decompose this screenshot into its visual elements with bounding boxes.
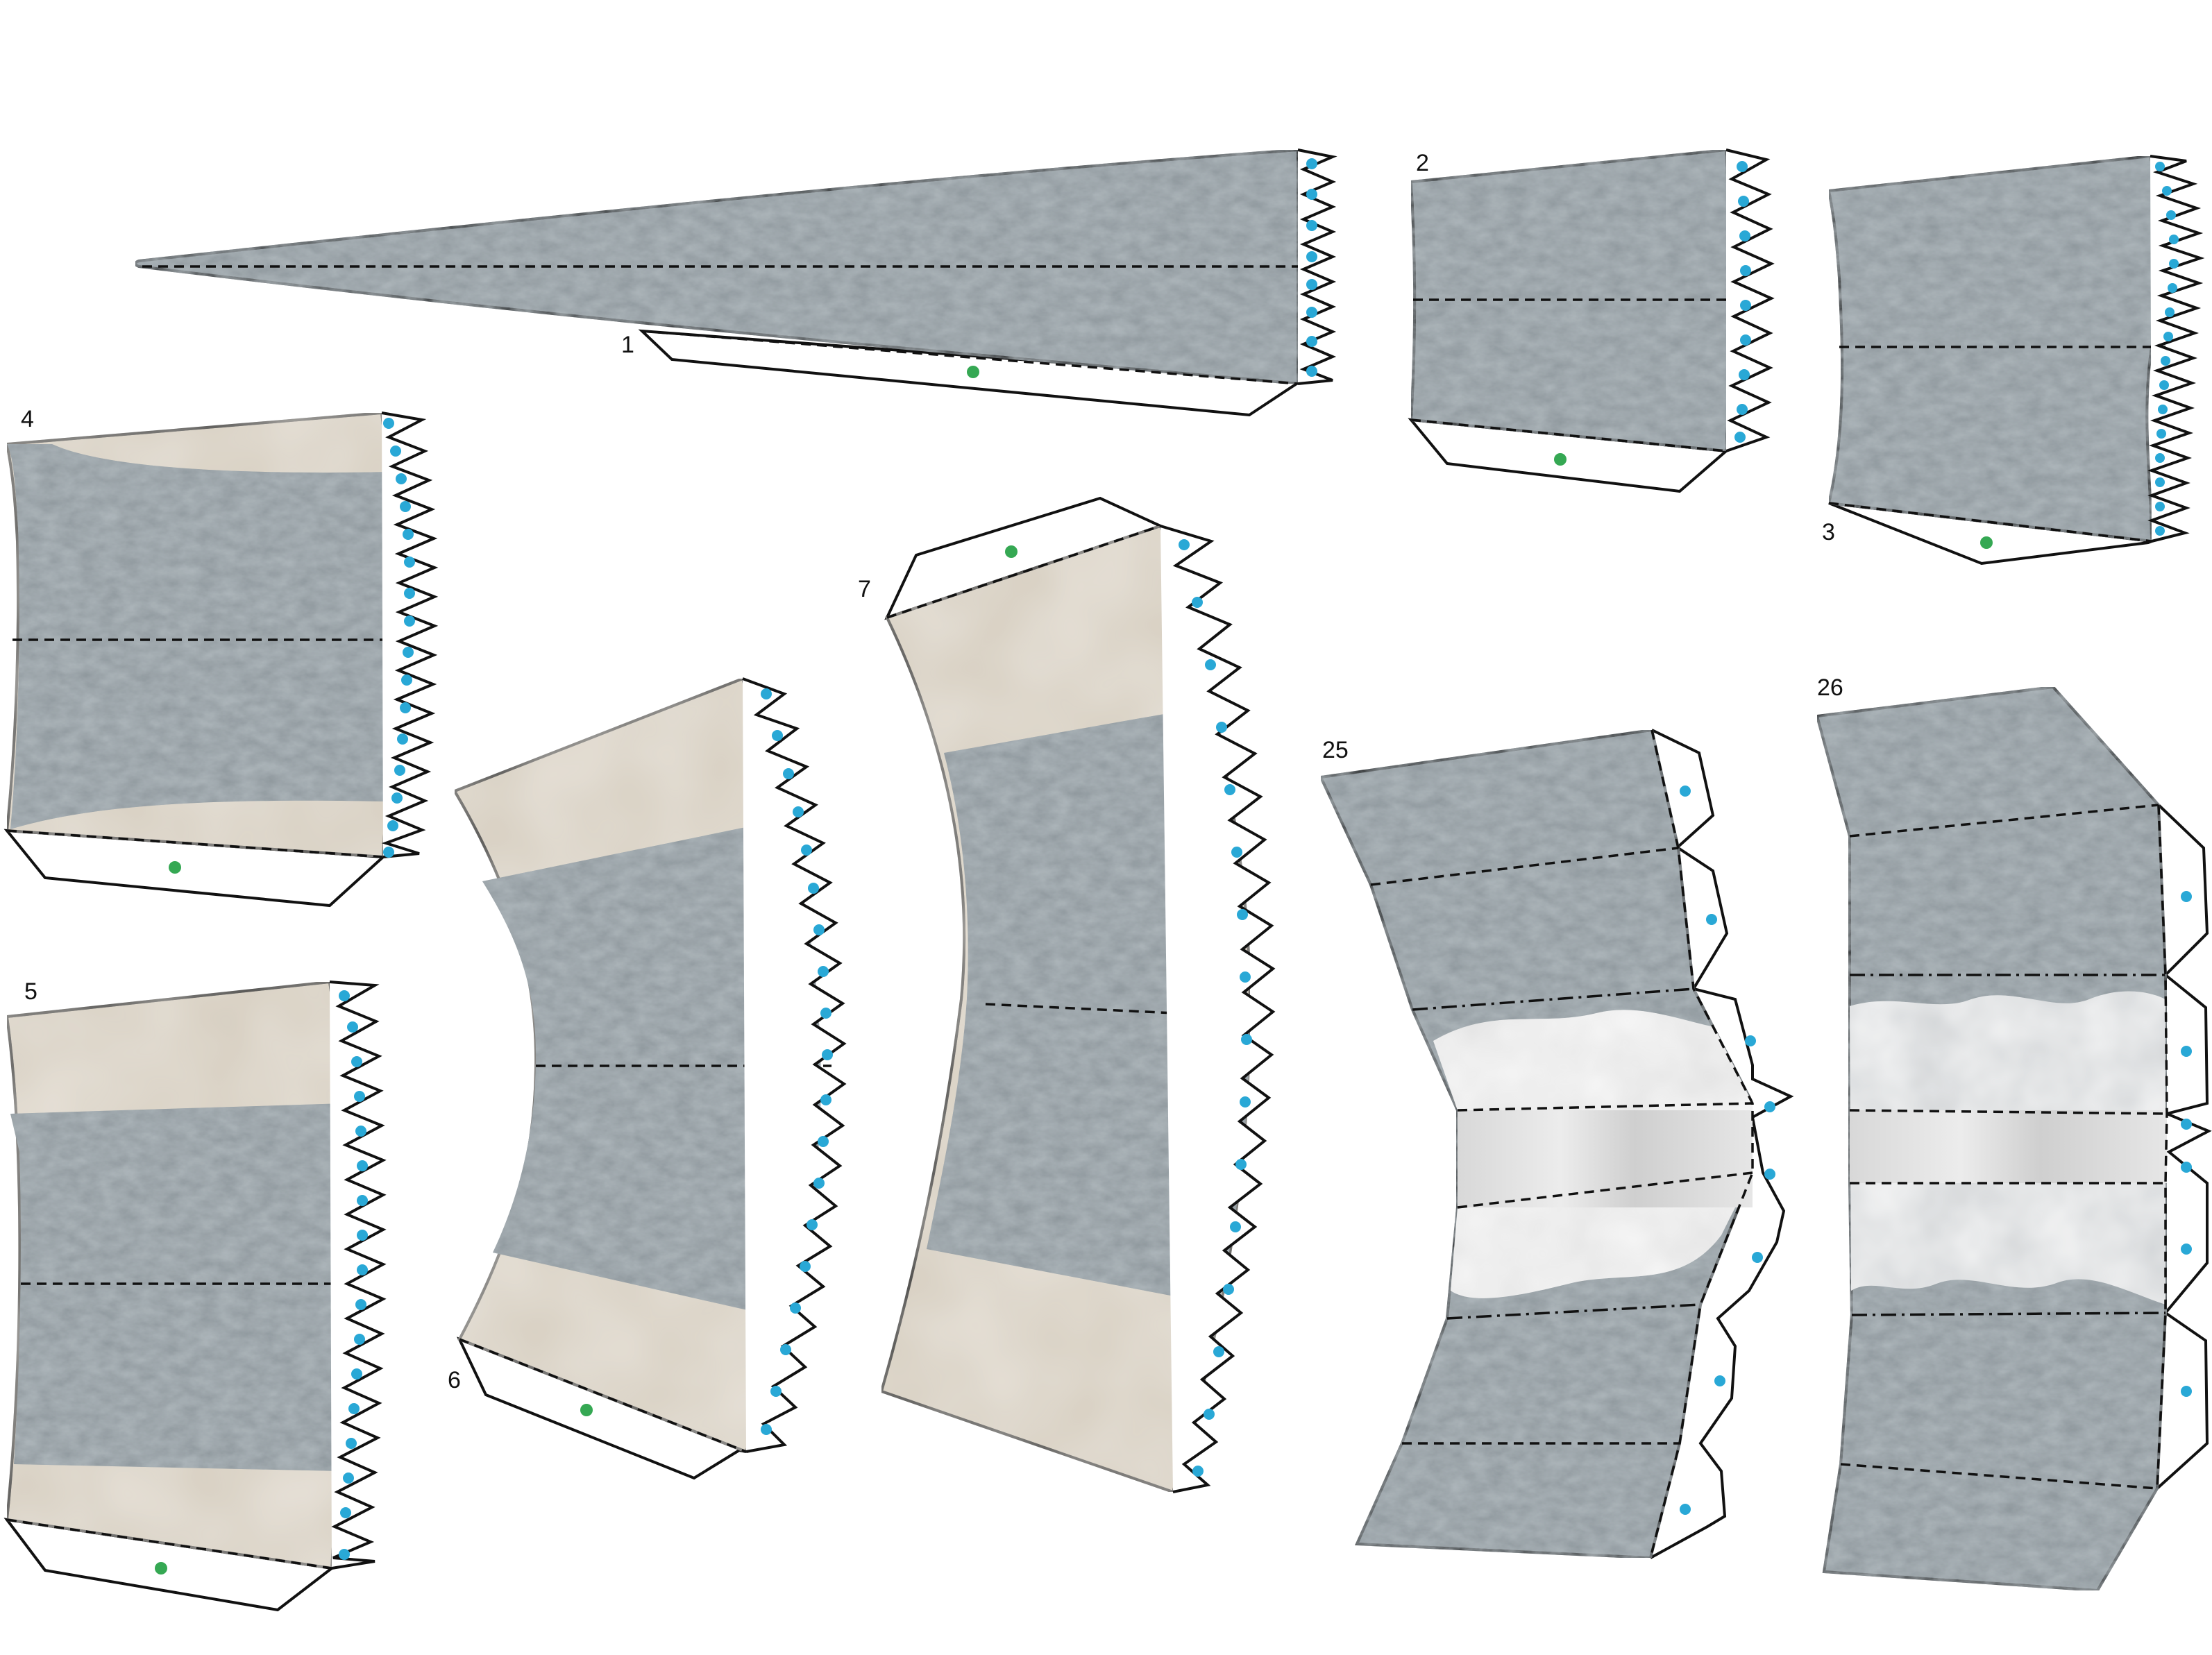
- green-glue-marker: [1980, 536, 1993, 549]
- blue-glue-markers: [339, 990, 368, 1560]
- glue-teeth: [329, 981, 387, 1570]
- fold-lines: [1840, 804, 2168, 1490]
- blue-glue-markers: [2181, 891, 2192, 1397]
- skin-panel: [482, 819, 821, 1318]
- blue-glue-markers: [761, 688, 833, 1435]
- blue-glue-markers: [1179, 539, 1252, 1477]
- green-glue-marker: [967, 366, 979, 378]
- glue-teeth: [1725, 148, 1775, 452]
- skin-panel: [7, 444, 394, 829]
- green-glue-marker: [1554, 453, 1567, 466]
- piece-26: 26: [1815, 674, 2212, 1593]
- piece-2: 2: [1408, 148, 1775, 493]
- glue-tabs: [2156, 804, 2212, 1490]
- skin-panel: [1827, 154, 2165, 543]
- piece-3: 3: [1822, 154, 2205, 566]
- green-glue-marker: [1005, 545, 1018, 558]
- fold-line: [985, 1003, 1247, 1018]
- piece-label: 7: [858, 576, 871, 602]
- piece-label: 6: [448, 1367, 461, 1393]
- green-glue-marker: [580, 1404, 593, 1416]
- glue-teeth: [1160, 525, 1276, 1493]
- white-band: [1850, 1110, 2167, 1183]
- blue-glue-markers: [383, 418, 415, 858]
- skin-panel: [1409, 148, 1732, 453]
- piece-label: 5: [24, 978, 37, 1005]
- skin-panel: [10, 1103, 347, 1471]
- blue-glue-markers: [1680, 786, 1775, 1515]
- piece-5: 5: [3, 978, 387, 1612]
- fold-line: [886, 525, 1161, 619]
- fold-line: [6, 1518, 332, 1570]
- piece-label: 3: [1822, 519, 1835, 545]
- fold-line: [1410, 418, 1727, 452]
- piece-6: 6: [448, 677, 847, 1480]
- fold-line: [641, 330, 1299, 385]
- blue-glue-markers: [1734, 161, 1751, 443]
- fold-lines: [1370, 729, 1754, 1559]
- glue-teeth: [1297, 148, 1337, 385]
- white-band: [1458, 1110, 1753, 1207]
- glue-teeth: [381, 411, 439, 858]
- fold-line: [459, 1338, 747, 1453]
- piece-25: 25: [1319, 728, 1794, 1560]
- fold-line: [1828, 502, 2152, 543]
- piece-4: 4: [3, 406, 439, 908]
- piece-label: 1: [621, 332, 634, 358]
- skin-panel: [134, 148, 1299, 386]
- green-glue-marker: [169, 861, 181, 874]
- piece-7: 7: [858, 496, 1276, 1494]
- piece-1: 1: [134, 148, 1337, 417]
- blue-glue-markers: [2155, 162, 2179, 536]
- piece-label: 4: [21, 406, 34, 432]
- blue-glue-markers: [1306, 158, 1317, 377]
- glue-teeth: [2147, 155, 2205, 543]
- green-glue-marker: [155, 1562, 167, 1575]
- piece-label: 2: [1416, 150, 1429, 176]
- glue-teeth: [742, 677, 847, 1453]
- piece-label: 26: [1817, 674, 1843, 701]
- piece-label: 25: [1322, 737, 1349, 763]
